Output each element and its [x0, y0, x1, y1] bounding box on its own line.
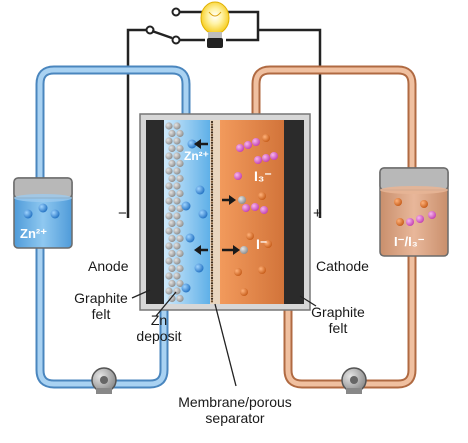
- graphite-felt-left-line1: Graphite: [74, 290, 128, 306]
- membrane-pores: [210, 120, 214, 303]
- anode-label: Anode: [88, 258, 129, 274]
- membrane-label: Membrane/porous separator: [170, 394, 300, 426]
- graphite-felt-left-label: Graphite felt: [66, 290, 136, 322]
- membrane: [210, 120, 220, 304]
- pump-right-icon: [341, 367, 367, 394]
- graphite-felt-right-label: Graphite felt: [300, 304, 376, 336]
- zn-deposit-line2: deposit: [136, 328, 182, 344]
- wire-right: [258, 28, 322, 218]
- zn-deposit-line1: Zn: [150, 312, 168, 328]
- ion-arrows: [194, 139, 240, 255]
- wire-left: [126, 28, 146, 218]
- zn-cell-label: Zn²⁺: [184, 149, 209, 163]
- graphite-felt-left: [146, 120, 164, 304]
- graphite-felt-right: [284, 120, 304, 304]
- pump-left-icon: [91, 367, 117, 394]
- graphite-felt-right-line1: Graphite: [311, 304, 365, 320]
- light-bulb-icon: [200, 1, 230, 48]
- zn-tank-label: Zn²⁺: [20, 226, 48, 241]
- minus-sign: −: [118, 205, 127, 222]
- leader-lines: [131, 289, 317, 387]
- cathode-label: Cathode: [316, 258, 369, 274]
- catholyte-chamber: [220, 120, 284, 304]
- switch-icon[interactable]: [145, 7, 181, 45]
- graphite-felt-left-line2: felt: [91, 306, 111, 322]
- i3-ions: [234, 138, 278, 214]
- catholyte-tank: [379, 167, 449, 257]
- cell: [139, 113, 311, 311]
- right-tank-label: I⁻/I₃⁻: [394, 234, 425, 249]
- external-circuit: [126, 10, 322, 218]
- grey-ions: [238, 196, 248, 254]
- membrane-line1: Membrane/porous: [178, 394, 292, 410]
- graphite-felt-right-line2: felt: [328, 320, 348, 336]
- zn-deposit-label: Zn deposit: [124, 312, 194, 344]
- i-ions: [234, 134, 272, 296]
- i3-cell-label: I₃⁻: [254, 168, 272, 184]
- plus-sign: +: [313, 205, 322, 222]
- zn-deposit: [165, 122, 184, 303]
- i-cell-label: I⁻: [256, 236, 268, 252]
- anolyte-tank: [13, 177, 73, 249]
- membrane-line2: separator: [205, 410, 265, 426]
- zn-ions-cell: [181, 139, 208, 293]
